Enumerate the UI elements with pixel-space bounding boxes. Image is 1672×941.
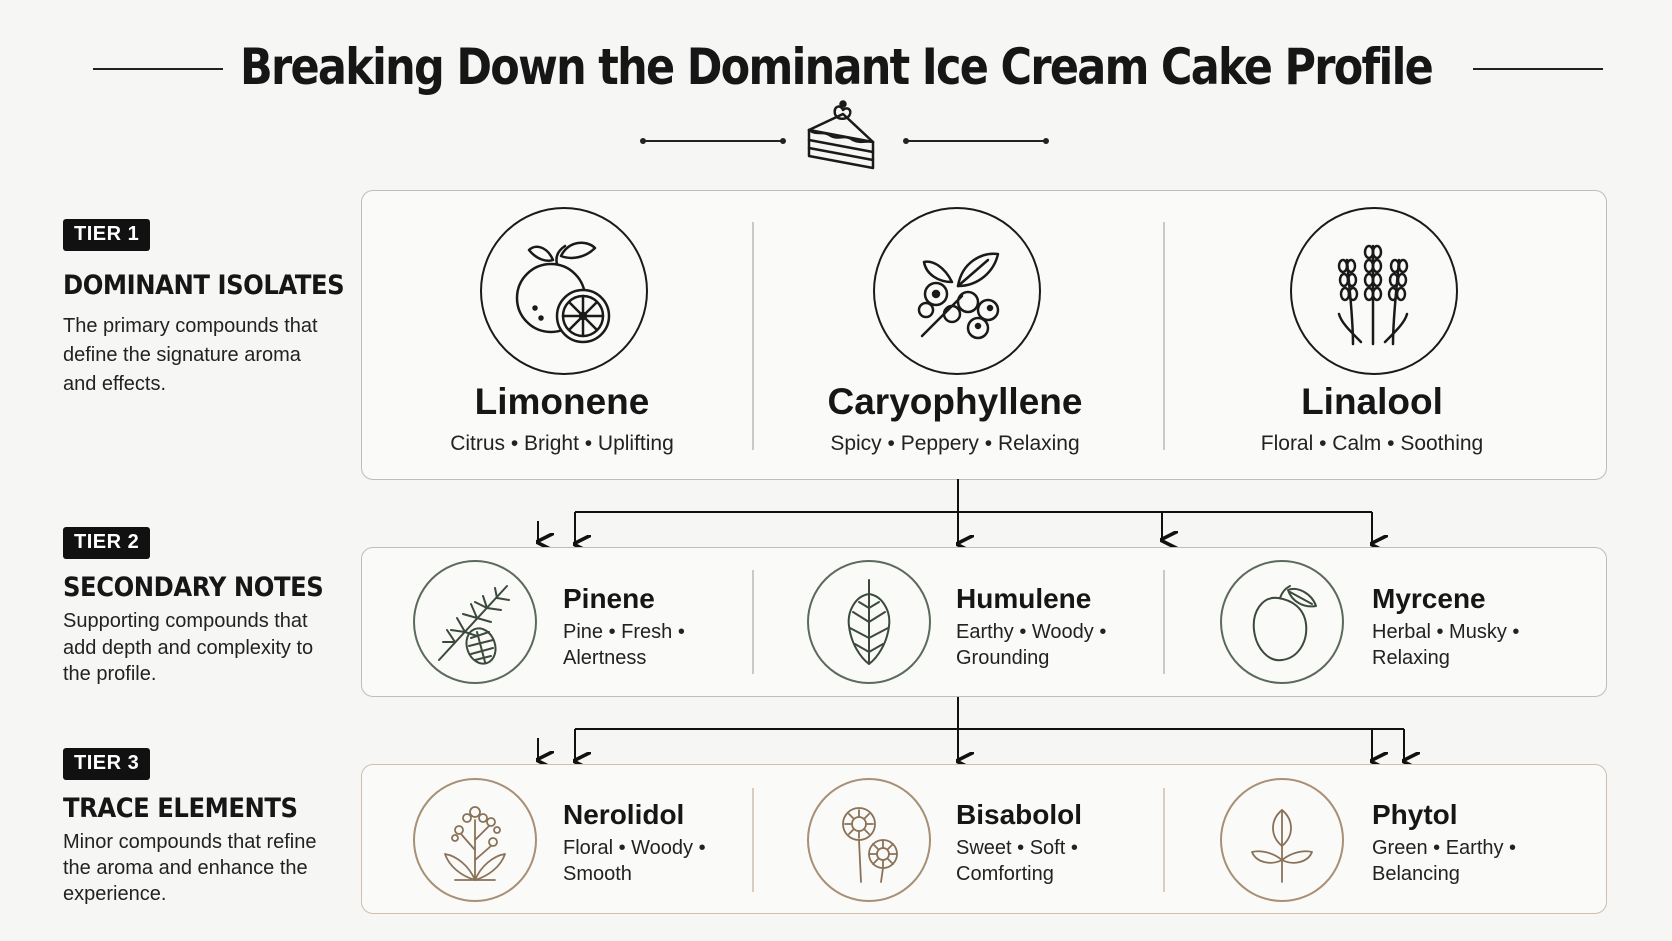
compound-icon-nerolidol [413, 778, 537, 902]
tier-3-separator [752, 788, 754, 892]
cake-rule-left-dot [640, 138, 646, 144]
citrus-icon [515, 241, 611, 344]
compound-notes-humulene: Earthy • Woody • Grounding [956, 619, 1126, 671]
hop-icon [847, 579, 891, 665]
mango-icon [1252, 585, 1317, 662]
compound-icon-caryophyllene [873, 207, 1041, 375]
tier-2-separator [752, 570, 754, 674]
compound-notes-bisabolol: Sweet • Soft • Comforting [956, 835, 1126, 887]
compound-name-limonene: Limonene [474, 381, 650, 422]
compound-notes-line: Smooth [563, 863, 632, 885]
tier-1-separator [1163, 222, 1165, 450]
compound-notes-myrcene: Herbal • Musky • Relaxing [1372, 619, 1542, 671]
compound-name-nerolidol: Nerolidol [563, 799, 685, 830]
compound-name-bisabolol: Bisabolol [956, 799, 1083, 830]
compound-notes-pinene: Pine • Fresh • Alertness [563, 619, 733, 671]
compound-name-caryophyllene: Caryophyllene [827, 381, 1083, 422]
tier-2-name: SECONDARY NOTES [63, 572, 324, 603]
title-rule-right [1473, 68, 1603, 70]
tier-2-description: Supporting compounds that add depth and … [63, 610, 314, 685]
tier-3-badge: TIER 3 [63, 748, 151, 780]
compound-notes-nerolidol: Floral • Woody • Smooth [563, 835, 733, 887]
chamomile-icon [842, 807, 898, 883]
compound-icon-bisabolol [807, 778, 931, 902]
compound-notes-line: Herbal • Musky • [1372, 621, 1520, 643]
compound-name-linalool: Linalool [1301, 381, 1443, 422]
compound-notes-phytol: Green • Earthy • Belancing [1372, 835, 1542, 887]
compound-name-phytol: Phytol [1372, 799, 1458, 830]
compound-icon-myrcene [1220, 560, 1344, 684]
tier-3-name: TRACE ELEMENTS [63, 793, 298, 824]
title-rule-left [93, 68, 223, 70]
pine-cone-icon [438, 585, 510, 665]
cake-rule-left-end-dot [780, 138, 786, 144]
compound-icon-humulene [807, 560, 931, 684]
peppercorn-icon [917, 252, 1000, 340]
compound-notes-line: Grounding [956, 647, 1050, 669]
compound-notes-caryophyllene: Spicy • Peppery • Relaxing [830, 432, 1080, 455]
tier-1-name: DOMINANT ISOLATES [63, 270, 345, 301]
compound-notes-line: Comforting [956, 863, 1054, 885]
compound-notes-linalool: Floral • Calm • Soothing [1260, 432, 1484, 455]
compound-notes-line: Belancing [1372, 863, 1460, 885]
compound-notes-line: Floral • Woody • [563, 837, 706, 859]
tier-1-badge: TIER 1 [63, 219, 151, 251]
tier-1-description: The primary compounds that define the si… [63, 315, 318, 395]
compound-icon-linalool [1290, 207, 1458, 375]
compound-name-humulene: Humulene [956, 583, 1092, 614]
tier-2-separator [1163, 570, 1165, 674]
cake-rule-right-end-dot [1043, 138, 1049, 144]
cake-rule-right [905, 140, 1045, 142]
flowering-plant-icon [444, 806, 506, 881]
compound-notes-line: Pine • Fresh • [563, 621, 685, 643]
compound-icon-limonene [480, 207, 648, 375]
compound-notes-line: Alertness [563, 647, 647, 669]
page-title: Breaking Down the Dominant Ice Cream Cak… [239, 38, 1434, 96]
tier-1-separator [752, 222, 754, 450]
compound-notes-line: Earthy • Woody • [956, 621, 1107, 643]
cake-rule-left [643, 140, 783, 142]
compound-notes-line: Sweet • Soft • [956, 837, 1078, 859]
lavender-icon [1337, 244, 1409, 346]
compound-notes-limonene: Citrus • Bright • Uplifting [450, 432, 674, 455]
compound-name-myrcene: Myrcene [1372, 583, 1486, 614]
compound-notes-line: Green • Earthy • [1372, 837, 1517, 859]
compound-icon-phytol [1220, 778, 1344, 902]
leaf-icon [1251, 809, 1313, 883]
tier-2-panel [361, 547, 1607, 697]
tier-3-separator [1163, 788, 1165, 892]
tier-2-badge: TIER 2 [63, 527, 151, 559]
tier-3-description: Minor compounds that refine the aroma an… [63, 831, 317, 905]
tier-3-panel [361, 764, 1607, 914]
compound-notes-line: Relaxing [1372, 647, 1450, 669]
cake-rule-right-dot [903, 138, 909, 144]
compound-name-pinene: Pinene [563, 583, 655, 614]
compound-icon-pinene [413, 560, 537, 684]
ice-cream-cake-slice-icon [807, 100, 875, 170]
